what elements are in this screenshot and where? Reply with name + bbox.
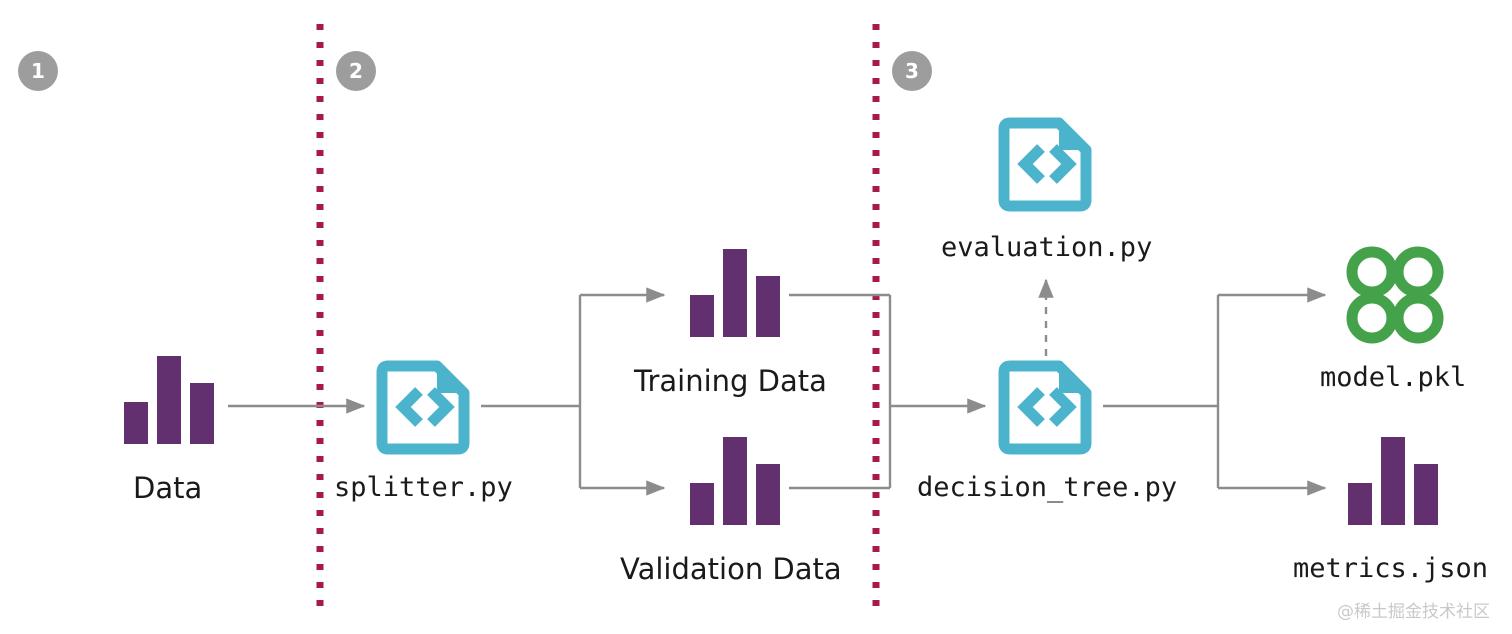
data-barchart-icon [124,356,214,444]
metrics-json-barchart-icon [1348,437,1438,525]
node-label-splitter-py: splitter.py [334,472,513,503]
decision-tree-code-file-icon [998,360,1092,455]
validation-data-barchart-icon [690,437,780,525]
model-pkl-rings-icon [1346,246,1444,344]
splitter-code-file-icon [376,360,470,455]
step-badge-1: 1 [18,51,58,91]
step-badge-3: 3 [892,51,932,91]
evaluation-code-file-icon [998,117,1092,212]
node-label-model-pkl: model.pkl [1320,362,1467,393]
step-badge-2: 2 [336,51,376,91]
node-label-validation-data: Validation Data [620,552,842,586]
training-data-barchart-icon [690,249,780,337]
node-label-decision-tree-py: decision_tree.py [917,472,1178,503]
step-badge-1-number: 1 [31,59,45,83]
watermark-text: @稀土掘金技术社区 [1337,602,1490,622]
step-badge-2-number: 2 [349,59,363,83]
step-badge-3-number: 3 [905,59,919,83]
node-label-training-data: Training Data [634,364,827,398]
node-label-metrics-json: metrics.json [1293,553,1489,584]
node-label-data: Data [133,471,203,505]
node-label-evaluation-py: evaluation.py [941,232,1153,263]
